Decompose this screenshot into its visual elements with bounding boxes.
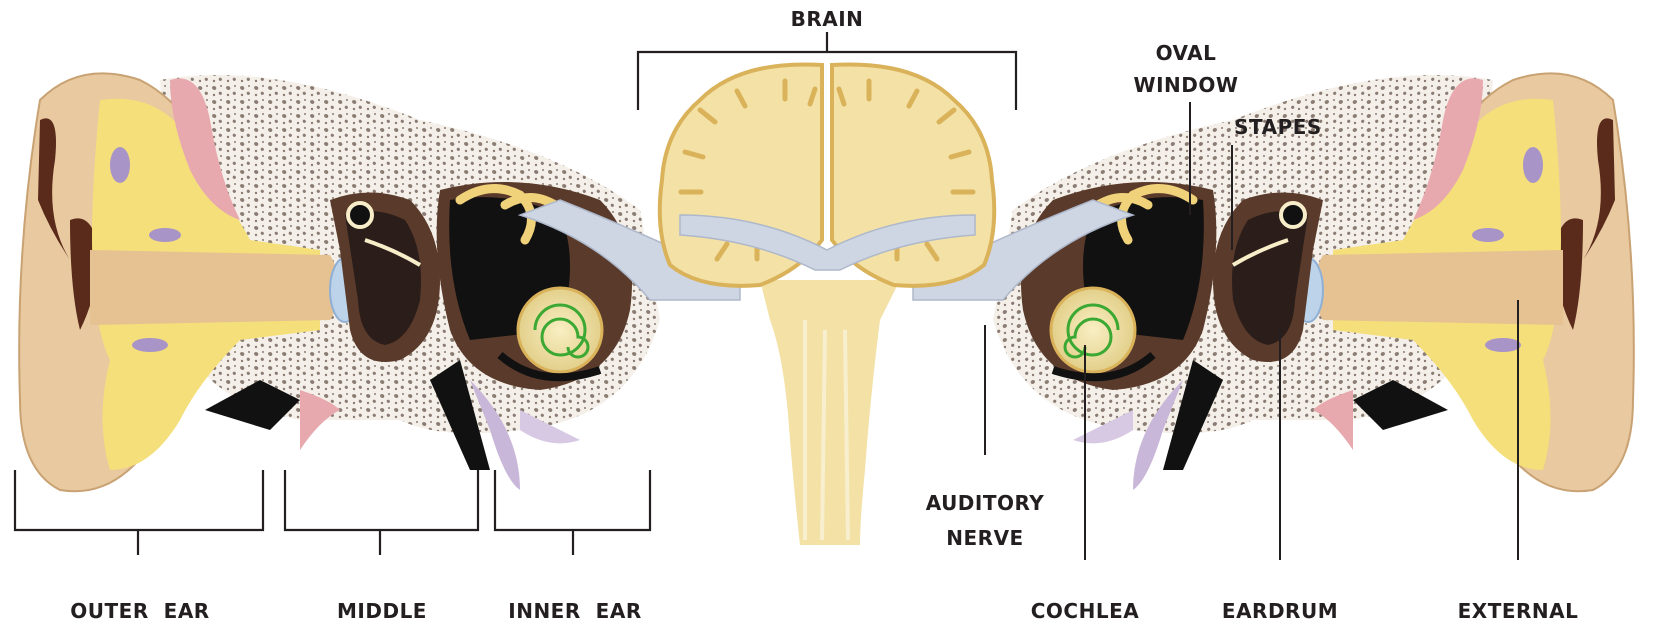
brain [660,64,994,545]
right-ear-canal [1313,250,1563,325]
right-vessel-2 [1472,228,1504,242]
eardrum-label: EARDRUM [1222,599,1338,623]
left-ear [19,73,740,491]
oval-window-label-line1: OVAL [1156,41,1217,65]
left-ossicle-malleus [348,203,372,227]
brain-label: BRAIN [791,7,864,31]
left-vessel-3 [132,338,168,352]
right-cochlea [1051,288,1135,372]
right-vessel-3 [1485,338,1521,352]
left-vessel [110,147,130,183]
auditory-nerve-label-line1: AUDITORY [926,491,1045,515]
right-vessel [1523,147,1543,183]
left-cochlea [518,288,602,372]
middle-label: MIDDLE [337,599,427,623]
brain-bracket [638,32,1016,110]
auditory-nerve-label-line2: NERVE [946,526,1023,550]
stapes-label: STAPES [1234,115,1322,139]
left-vessel-2 [149,228,181,242]
inner-ear-label: INNER EAR [508,599,641,623]
cochlea-label: COCHLEA [1031,599,1140,623]
left-ear-canal [90,250,340,325]
outer-ear-label: OUTER EAR [70,599,209,623]
brainstem [760,280,900,545]
external-label: EXTERNAL [1458,599,1579,623]
oval-window-label-line2: WINDOW [1134,73,1239,97]
right-ossicle-malleus [1281,203,1305,227]
middle-bracket [285,470,478,555]
